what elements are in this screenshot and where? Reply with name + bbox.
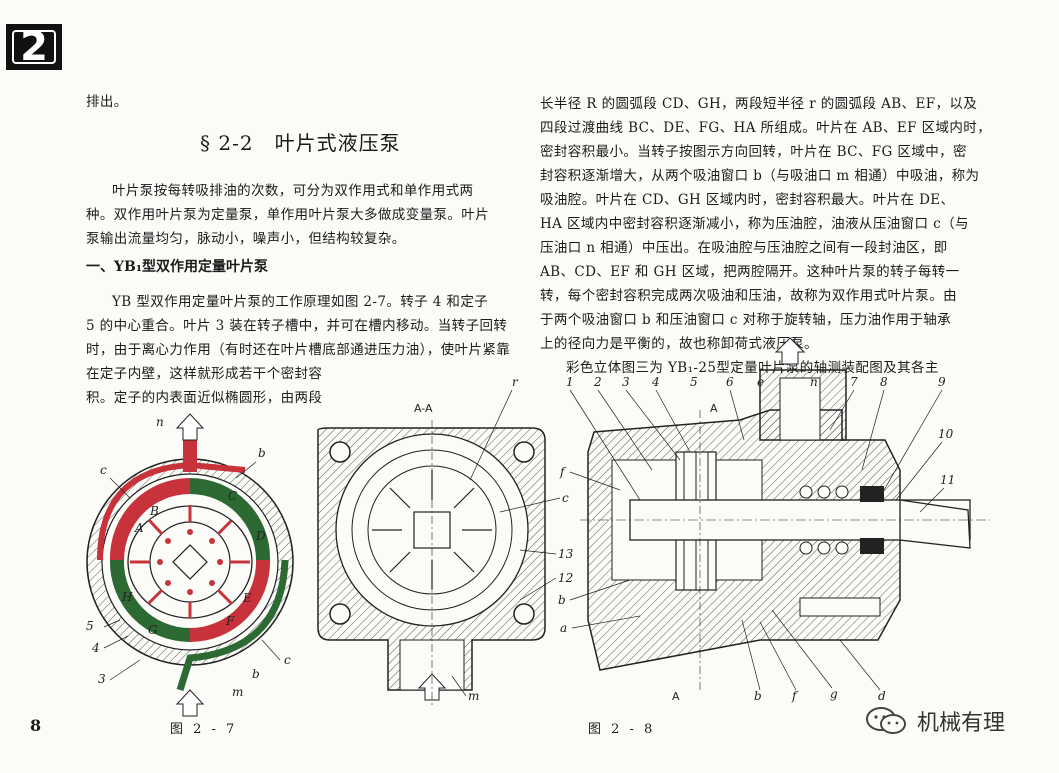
label-d: d <box>878 689 886 703</box>
right-line-6: HA 区域内中密封容积逐渐减小，称为压油腔，油液从压油窗口 c（与 <box>540 216 969 232</box>
label-3: 3 <box>98 672 106 686</box>
right-line-7: 压油口 n 相通）中压出。在吸油腔与压油腔之间有一段封油区，即 <box>540 240 948 256</box>
figure-2-7-pump-diagram <box>86 413 294 717</box>
text-line: 排出。 <box>86 94 128 110</box>
label-H: H <box>121 590 133 604</box>
right-line-8: AB、CD、EF 和 GH 区域，把两腔隔开。这种叶片泵的转子每转一 <box>540 264 960 280</box>
label-E: E <box>242 591 252 605</box>
label-10: 10 <box>938 427 954 441</box>
intro-line-3: 泵输出流量均匀，脉动小，噪声小，但结构较复杂。 <box>86 231 406 247</box>
label-9: 9 <box>938 375 946 389</box>
label-A-top: A <box>710 402 718 415</box>
chapter-badge: 2 <box>6 24 62 70</box>
body-line-5: 积。定子的内表面近似椭圆形，由两段 <box>86 390 323 406</box>
label-A: A <box>134 521 144 535</box>
label-12: 12 <box>558 571 573 585</box>
label-e: e <box>757 375 764 389</box>
label-6: 6 <box>726 375 734 389</box>
label-m: m <box>232 685 243 699</box>
right-line-5: 吸油腔。叶片在 CD、GH 区域内时，密封容积最大。叶片在 DE、 <box>540 192 955 208</box>
label-C: C <box>228 489 237 503</box>
label-f2: f <box>791 689 799 703</box>
label-b: b <box>258 446 266 460</box>
label-b4: b <box>754 689 762 703</box>
label-n2: n <box>810 375 818 389</box>
body-line-2: 5 的中心重合。叶片 3 装在转子槽中，并可在槽内移动。当转子回转 <box>86 318 508 334</box>
label-g: g <box>830 687 838 701</box>
right-line-9: 转，每个密封容积完成两次吸油和压油，故称为双作用式叶片泵。由 <box>540 288 957 304</box>
label-section-AA: A-A <box>414 402 433 415</box>
right-line-1: 长半径 R 的圆弧段 CD、GH，两段短半径 r 的圆弧段 AB、EF，以及 <box>540 96 978 112</box>
figure-2-7-labels: n b c A B C D E F G H 5 4 3 m b c <box>86 415 291 699</box>
body-line-1: YB 型双作用定量叶片泵的工作原理如图 2-7。转子 4 和定子 <box>112 294 489 310</box>
label-a: a <box>560 621 567 635</box>
label-G: G <box>148 623 158 637</box>
right-line-11: 上的径向力是平衡的，故也称卸荷式液压泵。 <box>540 336 818 352</box>
label-c: c <box>100 463 107 477</box>
right-line-2: 四段过渡曲线 BC、DE、FG、HA 所组成。叶片在 AB、EF 区域内时， <box>540 120 992 136</box>
watermark-logo: 机械有理 <box>865 705 1005 737</box>
intro-line-2: 种。双作用叶片泵为定量泵，单作用叶片泵大多做成变量泵。叶片 <box>86 207 490 223</box>
figure-2-7-section-labels: A-A r c 13 12 m <box>414 375 574 703</box>
figure-2-8-labels: 1 2 3 4 5 6 e n 7 8 9 10 11 f b a A A b … <box>558 375 955 703</box>
label-m2: m <box>468 689 479 703</box>
label-4b: 4 <box>651 375 660 389</box>
label-4: 4 <box>91 641 100 655</box>
label-13: 13 <box>558 547 574 561</box>
page-number: 8 <box>30 716 42 735</box>
label-1: 1 <box>566 375 574 389</box>
right-line-3: 密封容积最小。当转子按图示方向回转，叶片在 BC、FG 区域中，密 <box>540 144 967 160</box>
label-5b: 5 <box>690 375 698 389</box>
intro-line-1: 叶片泵按每转吸排油的次数，可分为双作用式和单作用式两 <box>112 183 474 199</box>
caption-fig-2-7: 图 2 - 7 <box>170 722 238 737</box>
label-r: r <box>512 375 519 389</box>
figure-2-8-assembly-diagram <box>580 337 990 690</box>
label-c2: c <box>284 653 291 667</box>
label-n: n <box>156 415 164 429</box>
watermark-text: 机械有理 <box>917 711 1006 736</box>
label-11: 11 <box>940 473 955 487</box>
figure-2-7-section-view <box>317 420 546 706</box>
label-D: D <box>255 529 266 543</box>
section-heading: § 2-2 叶片式液压泵 <box>200 131 401 155</box>
label-8: 8 <box>880 375 888 389</box>
caption-fig-2-8: 图 2 - 8 <box>588 722 656 737</box>
label-c3: c <box>562 491 569 505</box>
label-5: 5 <box>86 619 94 633</box>
label-b3: b <box>558 593 566 607</box>
body-line-3: 时，由于离心力作用（有时还在叶片槽底部通进压力油），使叶片紧靠 <box>86 342 511 358</box>
label-B: B <box>149 504 159 518</box>
label-b2: b <box>252 667 260 681</box>
body-line-4: 在定子内壁，这样就形成若干个密封容 <box>86 366 323 382</box>
label-F: F <box>225 614 235 628</box>
subheading: 一、YB₁型双作用定量叶片泵 <box>86 259 268 275</box>
label-A-bottom: A <box>672 690 680 703</box>
wechat-icon <box>865 706 909 736</box>
right-line-10: 于两个吸油窗口 b 和压油窗口 c 对称于旋转轴，压力油作用于轴承 <box>540 312 952 328</box>
label-2: 2 <box>593 375 602 389</box>
label-7: 7 <box>850 375 858 389</box>
right-line-4: 封容积逐渐增大，从两个吸油窗口 b（与吸油口 m 相通）中吸油，称为 <box>540 168 980 184</box>
label-3b: 3 <box>622 375 630 389</box>
label-f: f <box>559 465 567 479</box>
